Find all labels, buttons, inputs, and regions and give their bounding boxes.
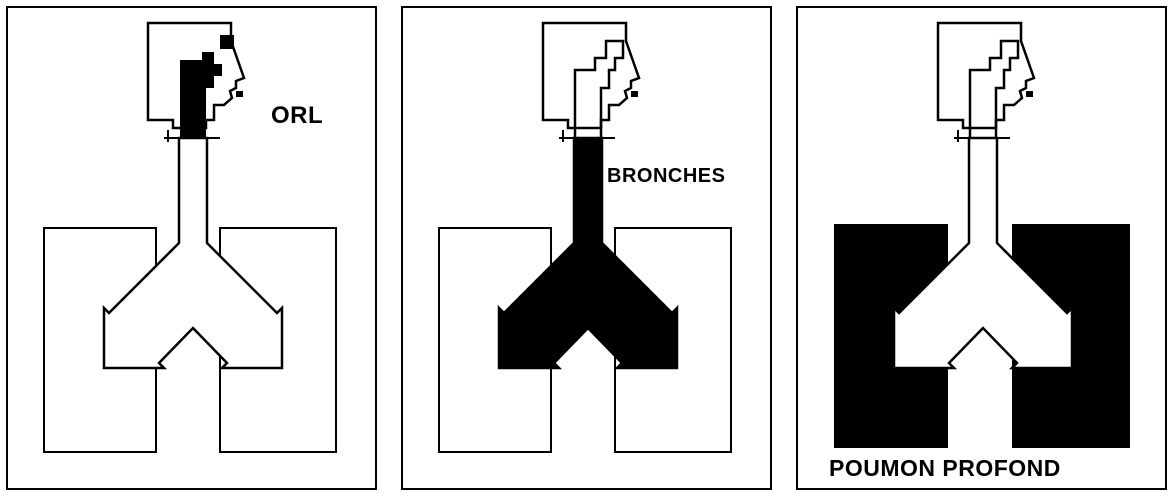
panel-poumon-profond: POUMON PROFOND — [796, 6, 1167, 490]
respiratory-diagram-deep-lung — [798, 8, 1165, 488]
label-poumon-profond: POUMON PROFOND — [829, 455, 1061, 482]
respiratory-diagram-orl — [8, 8, 375, 488]
label-orl: ORL — [271, 102, 323, 130]
mouth-mark — [631, 91, 638, 97]
panel-orl: ORL — [6, 6, 377, 490]
sinus-block — [220, 35, 234, 49]
mouth-mark — [236, 91, 243, 97]
label-bronches: BRONCHES — [607, 165, 725, 188]
respiratory-diagram-bronches — [403, 8, 770, 488]
mouth-mark — [1026, 91, 1033, 97]
head-profile — [543, 23, 639, 128]
head-profile — [938, 23, 1034, 128]
panel-bronches: BRONCHES — [401, 6, 772, 490]
